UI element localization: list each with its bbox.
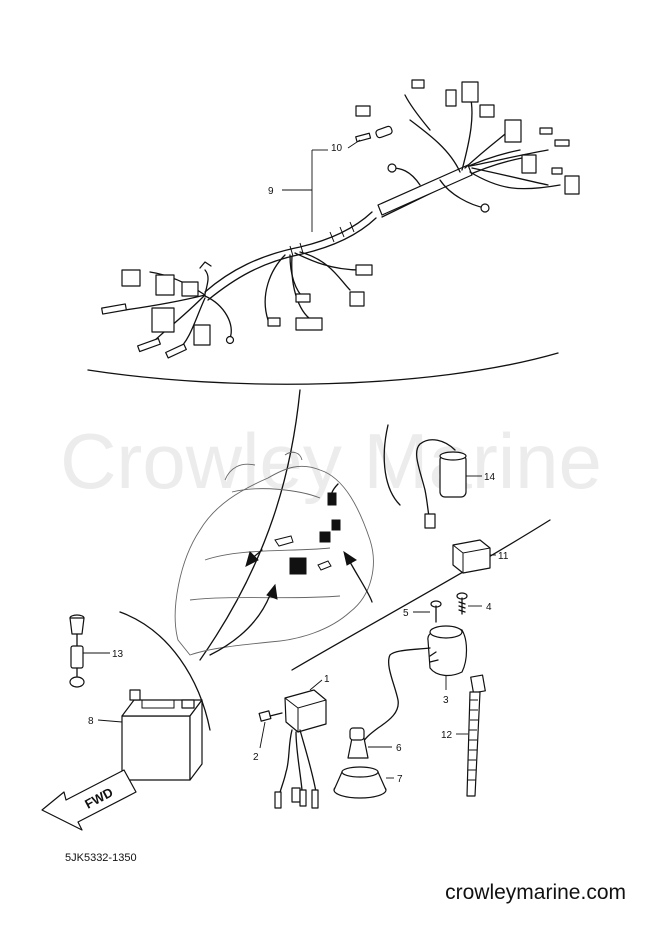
part-14-sensor <box>416 439 482 529</box>
callout-2: 2 <box>253 752 259 763</box>
motorcycle-outline <box>174 451 374 656</box>
watermark-text: Crowley Marine <box>60 417 602 505</box>
part-3-ignition-coil <box>361 625 468 745</box>
callout-8: 8 <box>88 716 94 727</box>
callout-3: 3 <box>443 695 449 706</box>
leaders-9-10 <box>282 139 361 232</box>
part-11-relay <box>452 539 496 574</box>
callout-1: 1 <box>324 674 330 685</box>
section-dividers <box>87 352 559 731</box>
site-url: crowleymarine.com <box>445 881 626 904</box>
part-7-cover <box>333 766 394 799</box>
callout-9: 9 <box>268 186 274 197</box>
part-6-plug-cap <box>347 727 392 759</box>
callout-4: 4 <box>486 602 492 613</box>
parts-4-5-screws <box>413 592 482 623</box>
callout-10: 10 <box>331 143 343 154</box>
part-13-fuse <box>69 614 110 688</box>
part-1-cdi-unit <box>274 679 327 809</box>
callout-14: 14 <box>484 472 496 483</box>
part-8-battery <box>97 689 203 781</box>
part-code: 5JK5332-1350 <box>65 852 137 864</box>
fwd-arrow: FWD <box>41 769 137 831</box>
callout-13: 13 <box>112 649 124 660</box>
part-2-bolt <box>258 710 283 749</box>
callouts: 1 2 3 4 5 6 7 8 9 10 11 12 13 14 <box>88 143 509 785</box>
callout-11: 11 <box>498 551 509 562</box>
part-12-cable-tie <box>456 674 486 797</box>
callout-12: 12 <box>441 730 453 741</box>
callout-6: 6 <box>396 743 402 754</box>
wire-harness <box>101 79 580 359</box>
callout-7: 7 <box>397 774 403 785</box>
callout-5: 5 <box>403 608 409 619</box>
